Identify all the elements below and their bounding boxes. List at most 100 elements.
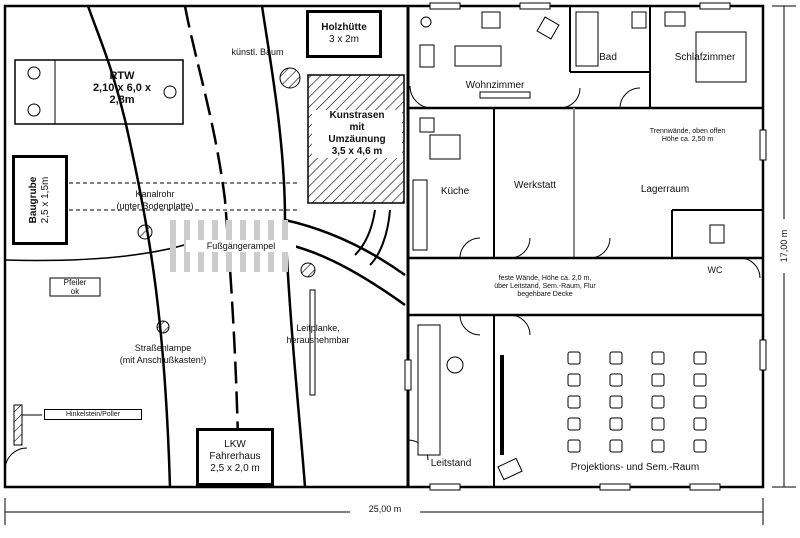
truck-cab-title: LKW xyxy=(224,439,246,450)
drain-pipe-line2: (unter Bodenplatte) xyxy=(116,201,194,211)
truck-cab-line2: Fahrerhaus xyxy=(209,451,261,462)
seat xyxy=(609,439,623,453)
window xyxy=(429,483,461,491)
seat xyxy=(609,395,623,409)
ambulance-title: RTW xyxy=(109,70,135,82)
pedestrian-light-label: Fußgängerampel xyxy=(186,240,296,252)
partition-note-line2: Höhe ca. 2,50 m xyxy=(661,136,714,143)
seat xyxy=(567,395,581,409)
seat xyxy=(651,395,665,409)
armchair xyxy=(481,11,501,29)
wheel xyxy=(27,66,41,80)
ambulance-label: RTW 2,10 x 6,0 x 2,8m xyxy=(82,70,162,106)
truck-cab-size: 2,5 x 2,0 m xyxy=(210,463,260,474)
guardrail-line2: herausnehmbar xyxy=(286,335,350,345)
drain-pipe-line1: Kanalrohr xyxy=(135,189,175,199)
toilet xyxy=(709,224,725,244)
washbasin xyxy=(631,11,647,29)
door-arc xyxy=(739,257,761,279)
artificial-tree-symbol xyxy=(279,67,301,89)
bed xyxy=(695,31,747,83)
ambulance-outline xyxy=(14,59,184,125)
art-mass-line1: Kunstrasen xyxy=(329,110,385,121)
projection-screen xyxy=(500,355,504,455)
small-sign-label: Pfeiler ok xyxy=(50,278,100,296)
ambulance-size: 2,10 x 6,0 x xyxy=(92,82,152,94)
manhole xyxy=(300,262,316,278)
seat xyxy=(567,351,581,365)
bollard-label: Hinkelstein/Poller xyxy=(44,409,142,420)
hut-box: Holzhütte 3 x 2m xyxy=(306,10,382,58)
seat xyxy=(609,373,623,387)
room-wc: WC xyxy=(707,265,723,275)
bollard xyxy=(13,404,23,446)
seat xyxy=(651,439,665,453)
door-arc xyxy=(409,85,433,109)
guardrail-line1: Leitplanke, xyxy=(296,323,340,333)
curve-detail xyxy=(354,209,376,256)
guardrail-label: Leitplanke, herausnehmbar xyxy=(268,322,368,346)
window xyxy=(429,2,461,10)
seat xyxy=(651,373,665,387)
window xyxy=(599,483,631,491)
manhole xyxy=(137,224,153,240)
hut-size: 3 x 2m xyxy=(328,34,359,45)
ramp-edge-south xyxy=(289,243,406,307)
room-workshop: Werkstatt xyxy=(513,180,557,191)
room-bath: Bad xyxy=(599,52,617,63)
window xyxy=(759,339,767,371)
window xyxy=(404,359,412,391)
curve-detail xyxy=(369,209,391,266)
chair xyxy=(419,44,435,68)
room-storage: Lagerraum xyxy=(640,184,690,195)
seat xyxy=(609,417,623,431)
hut-title: Holzhütte xyxy=(321,22,367,33)
room-kitchen: Küche xyxy=(440,186,470,197)
control-desk xyxy=(417,324,441,456)
wheel xyxy=(163,85,177,99)
sofa xyxy=(454,45,502,67)
lectern xyxy=(497,457,523,481)
lamp-post xyxy=(156,320,170,334)
side-table xyxy=(536,16,560,40)
seat xyxy=(651,351,665,365)
street-lamp-line2: (mit Anschlußkasten!) xyxy=(119,355,207,365)
partition-note-line1: Trennwände, oben offen xyxy=(649,128,726,135)
stove xyxy=(419,117,435,133)
seat xyxy=(651,417,665,431)
site-boundary xyxy=(3,4,765,489)
chair xyxy=(446,356,464,374)
window xyxy=(759,129,767,161)
door-arc xyxy=(459,314,481,336)
walls-note: feste Wände, Höhe ca. 2,0 m, über Leitst… xyxy=(470,275,620,299)
walls-note-line2: über Leitstand, Sem.-Raum, Flur xyxy=(494,283,596,290)
truck-cab-box: LKW Fahrerhaus 2,5 x 2,0 m xyxy=(196,428,274,486)
small-sign-line1: Pfeiler xyxy=(63,278,87,287)
seat xyxy=(693,351,707,365)
room-bedroom: Schlafzimmer xyxy=(674,52,736,63)
door-arc xyxy=(509,237,531,259)
zebra-stripe xyxy=(170,220,176,272)
road-edge-west xyxy=(86,5,172,488)
pit-title: Baugrube xyxy=(28,176,39,224)
height-dimension-label: 17,00 m xyxy=(778,219,790,273)
seat xyxy=(567,439,581,453)
road-centerline xyxy=(183,5,240,441)
door-arc xyxy=(589,237,611,259)
pit-size: 2,5 x 1,5m xyxy=(40,176,51,224)
lamp xyxy=(420,16,432,28)
street-lamp-label: Straßenlampe (mit Anschlußkasten!) xyxy=(98,342,228,366)
art-mass-size: 3,5 x 4,6 m xyxy=(331,146,383,157)
art-mass-line3: Umzäunung xyxy=(328,134,386,145)
guardrail-bar xyxy=(309,289,316,396)
sign-board xyxy=(49,277,101,297)
door-arc xyxy=(559,87,581,109)
seat xyxy=(693,439,707,453)
kitchen-table xyxy=(429,134,461,160)
window xyxy=(519,2,551,10)
partition-note: Trennwände, oben offen Höhe ca. 2,50 m xyxy=(620,128,755,144)
small-sign-line2: ok xyxy=(70,287,80,296)
seat xyxy=(693,373,707,387)
